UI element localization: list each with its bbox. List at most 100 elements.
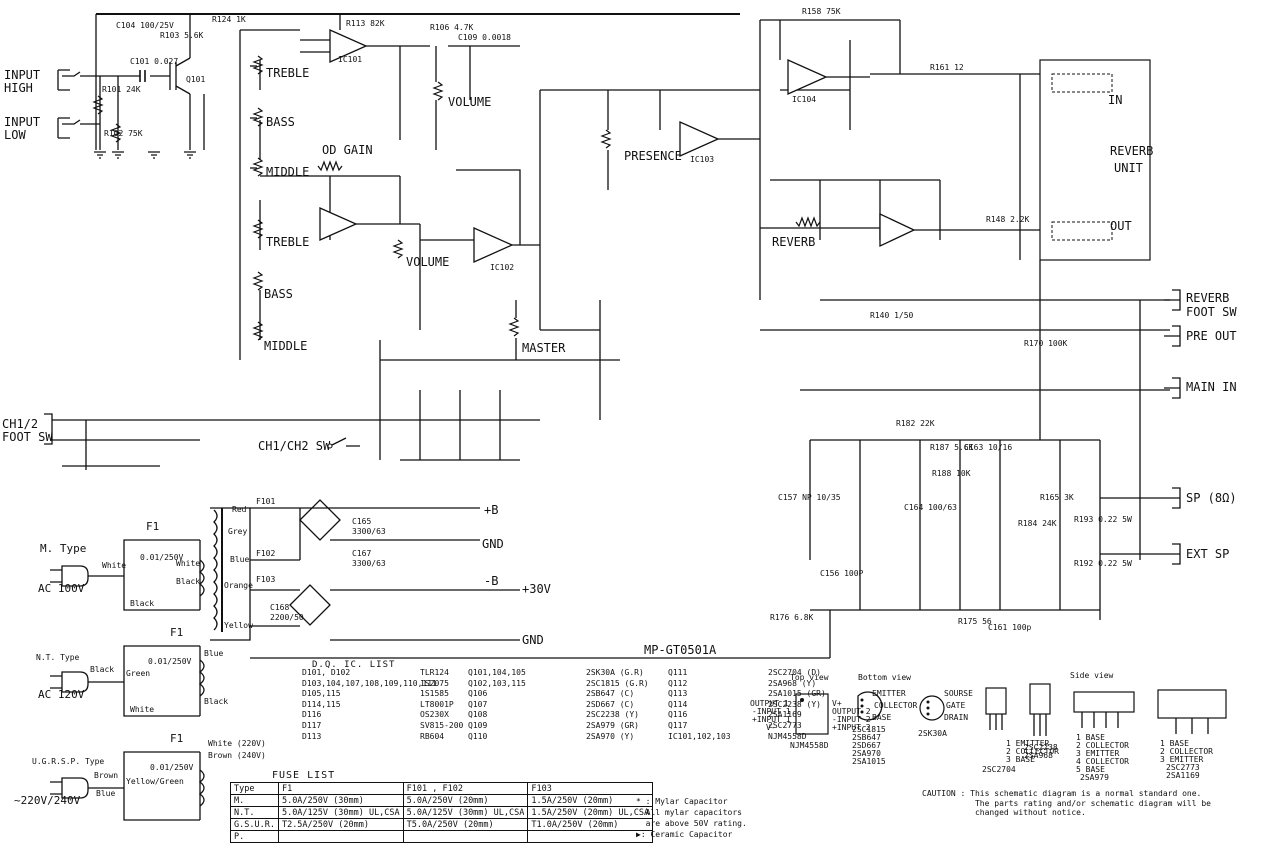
ch-foot-label-1: CH1/2: [2, 417, 38, 431]
note-ceramic: ▶: Ceramic Capacitor: [636, 830, 733, 839]
fet-part: 2SK30A: [918, 729, 947, 738]
r193-label: R193 0.22 5W: [1074, 515, 1132, 524]
c168-value: 2200/50: [270, 613, 304, 622]
gnd1-label: GND: [482, 537, 504, 551]
dq-list-cell: D105,115: [302, 689, 341, 699]
bridge-rectifier-2: [289, 584, 331, 626]
caution-line-1: CAUTION : This schematic diagram is a no…: [922, 789, 1202, 798]
r140-label: R140 1/50: [870, 311, 914, 320]
mains-nt-wire-5: Black: [204, 697, 228, 706]
dq-list-cell: LT8001P: [420, 699, 454, 709]
dq-list-cell: SV815-200: [420, 720, 464, 730]
side-c-pin-1: 1 BASE: [1076, 733, 1105, 742]
side-d-pin-2: 2 COLLECTOR: [1160, 747, 1213, 756]
to220-side-a: [985, 687, 1007, 730]
fuse-cell: T1.0A/250V (20mm): [527, 818, 654, 831]
reverb-unit-in: IN: [1108, 93, 1122, 107]
top-pin-right-1: V+: [832, 699, 842, 708]
input-low-label-1: INPUT: [4, 115, 40, 129]
c167-value: 3300/63: [352, 559, 386, 568]
fet-pin-1: SOURSE: [944, 689, 973, 698]
reverb-foot-label-2: FOOT SW: [1186, 305, 1237, 319]
top-pin-left-2: -INPUT 1: [752, 707, 791, 716]
input-jack-high: [57, 69, 81, 91]
mains-u-plug: [50, 751, 205, 821]
r148-label: R148 2.2K: [986, 215, 1030, 224]
reverb-unit-out: OUT: [1110, 219, 1132, 233]
mains-m-plug: [50, 539, 205, 611]
mains-u-wire-2: Brown (240V): [208, 751, 266, 760]
dq-list-cell: 2SD667 (C): [586, 699, 635, 709]
wire-orange: Orange: [224, 581, 253, 590]
r113-label: R113 82K: [346, 19, 385, 28]
mains-u-wire-3: Brown: [94, 771, 118, 780]
bottom-view-label: Bottom view: [858, 673, 911, 682]
side-b-part-1: 2SC2238: [1024, 743, 1058, 752]
side-a-pin-1: 1 EMITTER: [1006, 739, 1050, 748]
fuse-header-row: Type F1 F101 , F102 F103: [230, 782, 654, 795]
side-d-part-1: 2SC2773: [1166, 763, 1200, 772]
bass-label: BASS: [266, 115, 295, 129]
c157-label: C157 NP 10/35: [778, 493, 841, 502]
mains-nt-fuse: F1: [170, 626, 183, 639]
fet-pin-3: DRAIN: [944, 713, 968, 722]
volume2-label: VOLUME: [406, 255, 449, 269]
q101-transistor: [169, 57, 191, 95]
fuse-cell: P.: [230, 830, 279, 843]
r176-label: R176 6.8K: [770, 613, 814, 622]
mains-m-fuse: F1: [146, 520, 159, 533]
middle2-label: MIDDLE: [264, 339, 307, 353]
dq-list-cell: Q111: [668, 668, 688, 677]
top-pin-left-1: OUTPUT 1: [750, 699, 789, 708]
dq-list-cell: D114,115: [302, 699, 341, 709]
treble-pot: [250, 55, 264, 75]
wire-red: Red: [232, 505, 247, 514]
dq-list-cell: OS230X: [420, 710, 449, 720]
dq-list-cell: Q117: [668, 720, 688, 730]
dq-list-cell: 2SC1815 (G.R): [586, 678, 649, 688]
side-a-part: 2SC2704: [982, 765, 1016, 774]
model-label: MP-GT0501A: [644, 643, 717, 657]
mains-m-wire-4: Black: [130, 599, 154, 608]
caution-line-3: changed without notice.: [974, 808, 1086, 817]
fuse-list-table: Type F1 F101 , F102 F103 M. 5.0A/250V (3…: [230, 782, 654, 843]
input-high-label-2: HIGH: [4, 81, 33, 95]
bottom-pin-2: COLLECTOR: [874, 701, 918, 710]
to3p-side-c: [1073, 691, 1135, 728]
to3p-side-d: [1157, 689, 1227, 734]
dq-list-cell: 2SC2238 (Y): [586, 710, 639, 720]
ic101-label: IC101: [338, 55, 362, 64]
bottom-part-3: 2SD667: [852, 741, 881, 750]
reverb-foot-label-1: REVERB: [1186, 291, 1229, 305]
fuse-cell: 5.0A/125V (30mm) UL,CSA: [402, 806, 529, 819]
ch-foot-label-2: FOOT SW: [2, 430, 53, 444]
fuse-header-type: Type: [230, 782, 279, 795]
f102-label: F102: [256, 549, 275, 558]
c161-label: C161 100p: [988, 623, 1032, 632]
wire-yellow: Yellow: [224, 621, 253, 630]
mains-u-wire-1: White (220V): [208, 739, 266, 748]
transformer: [213, 508, 223, 632]
side-c-pin-3: 3 EMITTER: [1076, 749, 1120, 758]
note-above: are above 50V rating.: [645, 819, 747, 828]
note-all-caps: All mylar capacitors: [645, 808, 742, 817]
plus30v-label: +30V: [522, 582, 551, 596]
r102-label: R102 75K: [104, 129, 143, 138]
reverb-label: REVERB: [772, 235, 815, 249]
mains-m-voltage: AC 100V: [38, 582, 85, 595]
bottom-part-4: 2SA970: [852, 749, 881, 758]
mains-nt-plug: [50, 645, 205, 717]
r106-label: R106 4.7K: [430, 23, 474, 32]
dq-list-cell: 2SA1169: [768, 710, 802, 720]
r187-label: R187 5.6K: [930, 443, 974, 452]
dq-list-cell: 2SC2773: [768, 720, 802, 730]
f103-label: F103: [256, 575, 275, 584]
top-pin-left-3: +INPUT 1: [752, 715, 791, 724]
caution-line-2: The parts rating and/or schematic diagra…: [974, 798, 1211, 808]
side-a-pin-2: 2 COLLECTOR: [1006, 747, 1059, 756]
